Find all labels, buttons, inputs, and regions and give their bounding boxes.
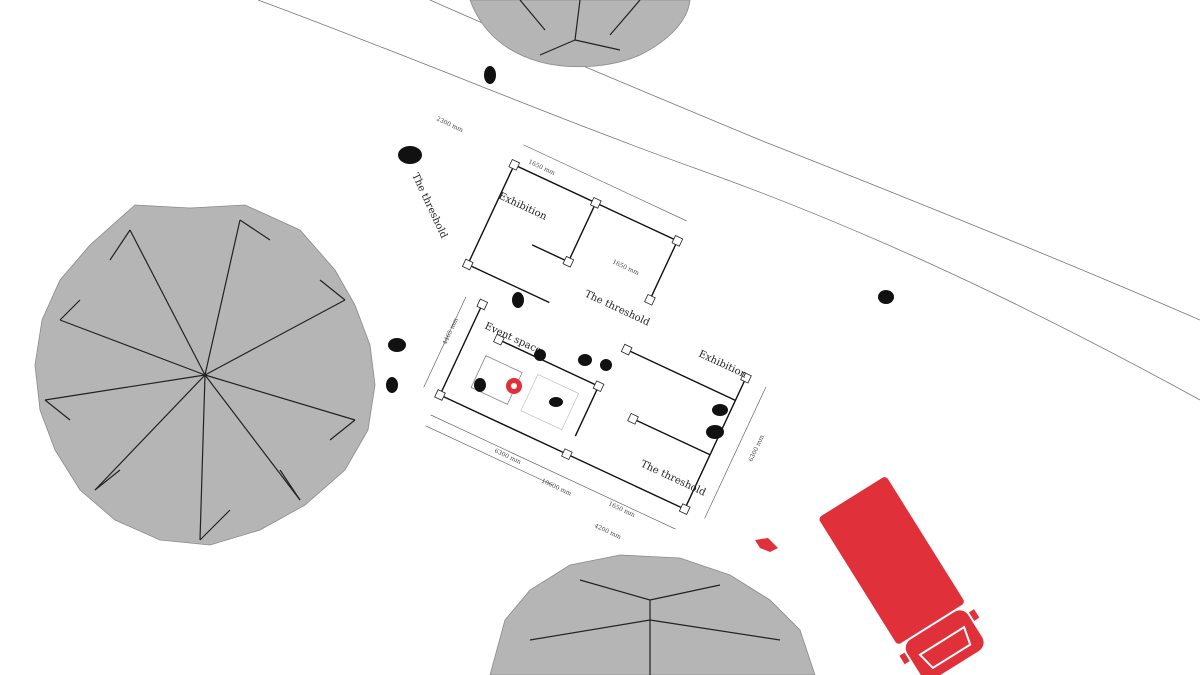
delivery-truck-icon [819, 477, 984, 675]
room-label-exhibition-a: Exhibition [497, 191, 549, 223]
person-silhouette-icon [386, 66, 894, 439]
tree-canopy-icon [469, 0, 691, 68]
dim-label: 4200 mm [593, 522, 622, 541]
dim-label: 4465 mm [441, 317, 460, 346]
dim-label: 10600 mm [540, 477, 573, 497]
room-label-event-space: Event space [483, 321, 543, 357]
room-label-threshold-b: The threshold [583, 289, 652, 329]
room-label-exhibition-b: Exhibition [697, 349, 749, 381]
dim-label: 1650 mm [527, 158, 556, 177]
tree-canopy-icon [34, 204, 376, 546]
dim-label: 6300 mm [493, 447, 522, 466]
dim-label: 6300 mm [747, 434, 766, 463]
building-plan [423, 144, 767, 530]
dim-label: 2300 mm [435, 115, 464, 134]
accent-figure-icon [506, 378, 522, 394]
dim-label: 1650 mm [611, 258, 640, 277]
dim-label: 1650 mm [607, 500, 636, 519]
tree-canopy-icon [489, 554, 816, 675]
room-label-threshold-a: The threshold [409, 172, 449, 241]
cyclist-icon [755, 538, 778, 552]
